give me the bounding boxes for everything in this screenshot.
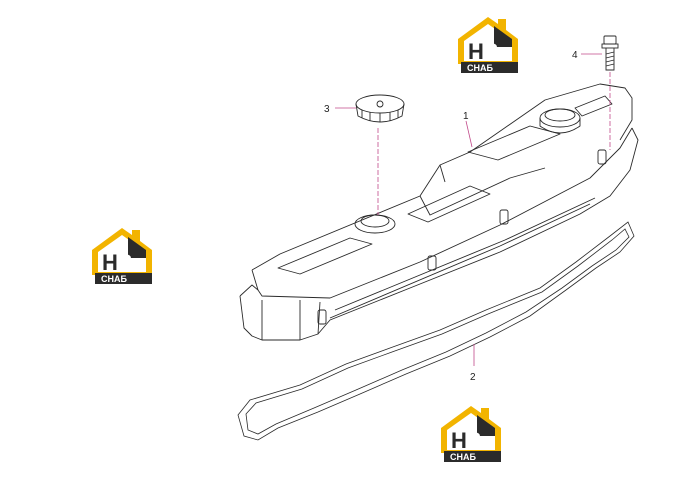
callout-leaders <box>335 53 602 366</box>
watermark-logo-top: H 3 СНАБ <box>458 17 518 73</box>
assembly-leaders <box>377 72 611 215</box>
logo-letter-h: H <box>451 428 467 453</box>
bolt-part <box>601 35 619 71</box>
callout-3: 3 <box>324 104 330 115</box>
logo-letter-h: H <box>102 250 118 275</box>
logo-letter-accent: 3 <box>120 250 132 275</box>
watermark-logo-bottom: H 3 СНАБ <box>441 406 501 462</box>
logo-letter-accent: 3 <box>486 39 498 64</box>
callout-4: 4 <box>572 50 578 61</box>
logo-letter-accent: 3 <box>469 428 481 453</box>
valve-cover-part <box>239 83 639 341</box>
filler-cap-part <box>355 94 405 123</box>
logo-caption: СНАБ <box>467 63 493 73</box>
logo-caption: СНАБ <box>101 274 127 284</box>
gasket-part <box>237 221 635 441</box>
logo-letter-h: H <box>468 39 484 64</box>
watermark-logo-left: H 3 СНАБ <box>92 228 152 284</box>
callout-1: 1 <box>463 111 469 122</box>
logo-caption: СНАБ <box>450 452 476 462</box>
callout-2: 2 <box>470 372 476 383</box>
